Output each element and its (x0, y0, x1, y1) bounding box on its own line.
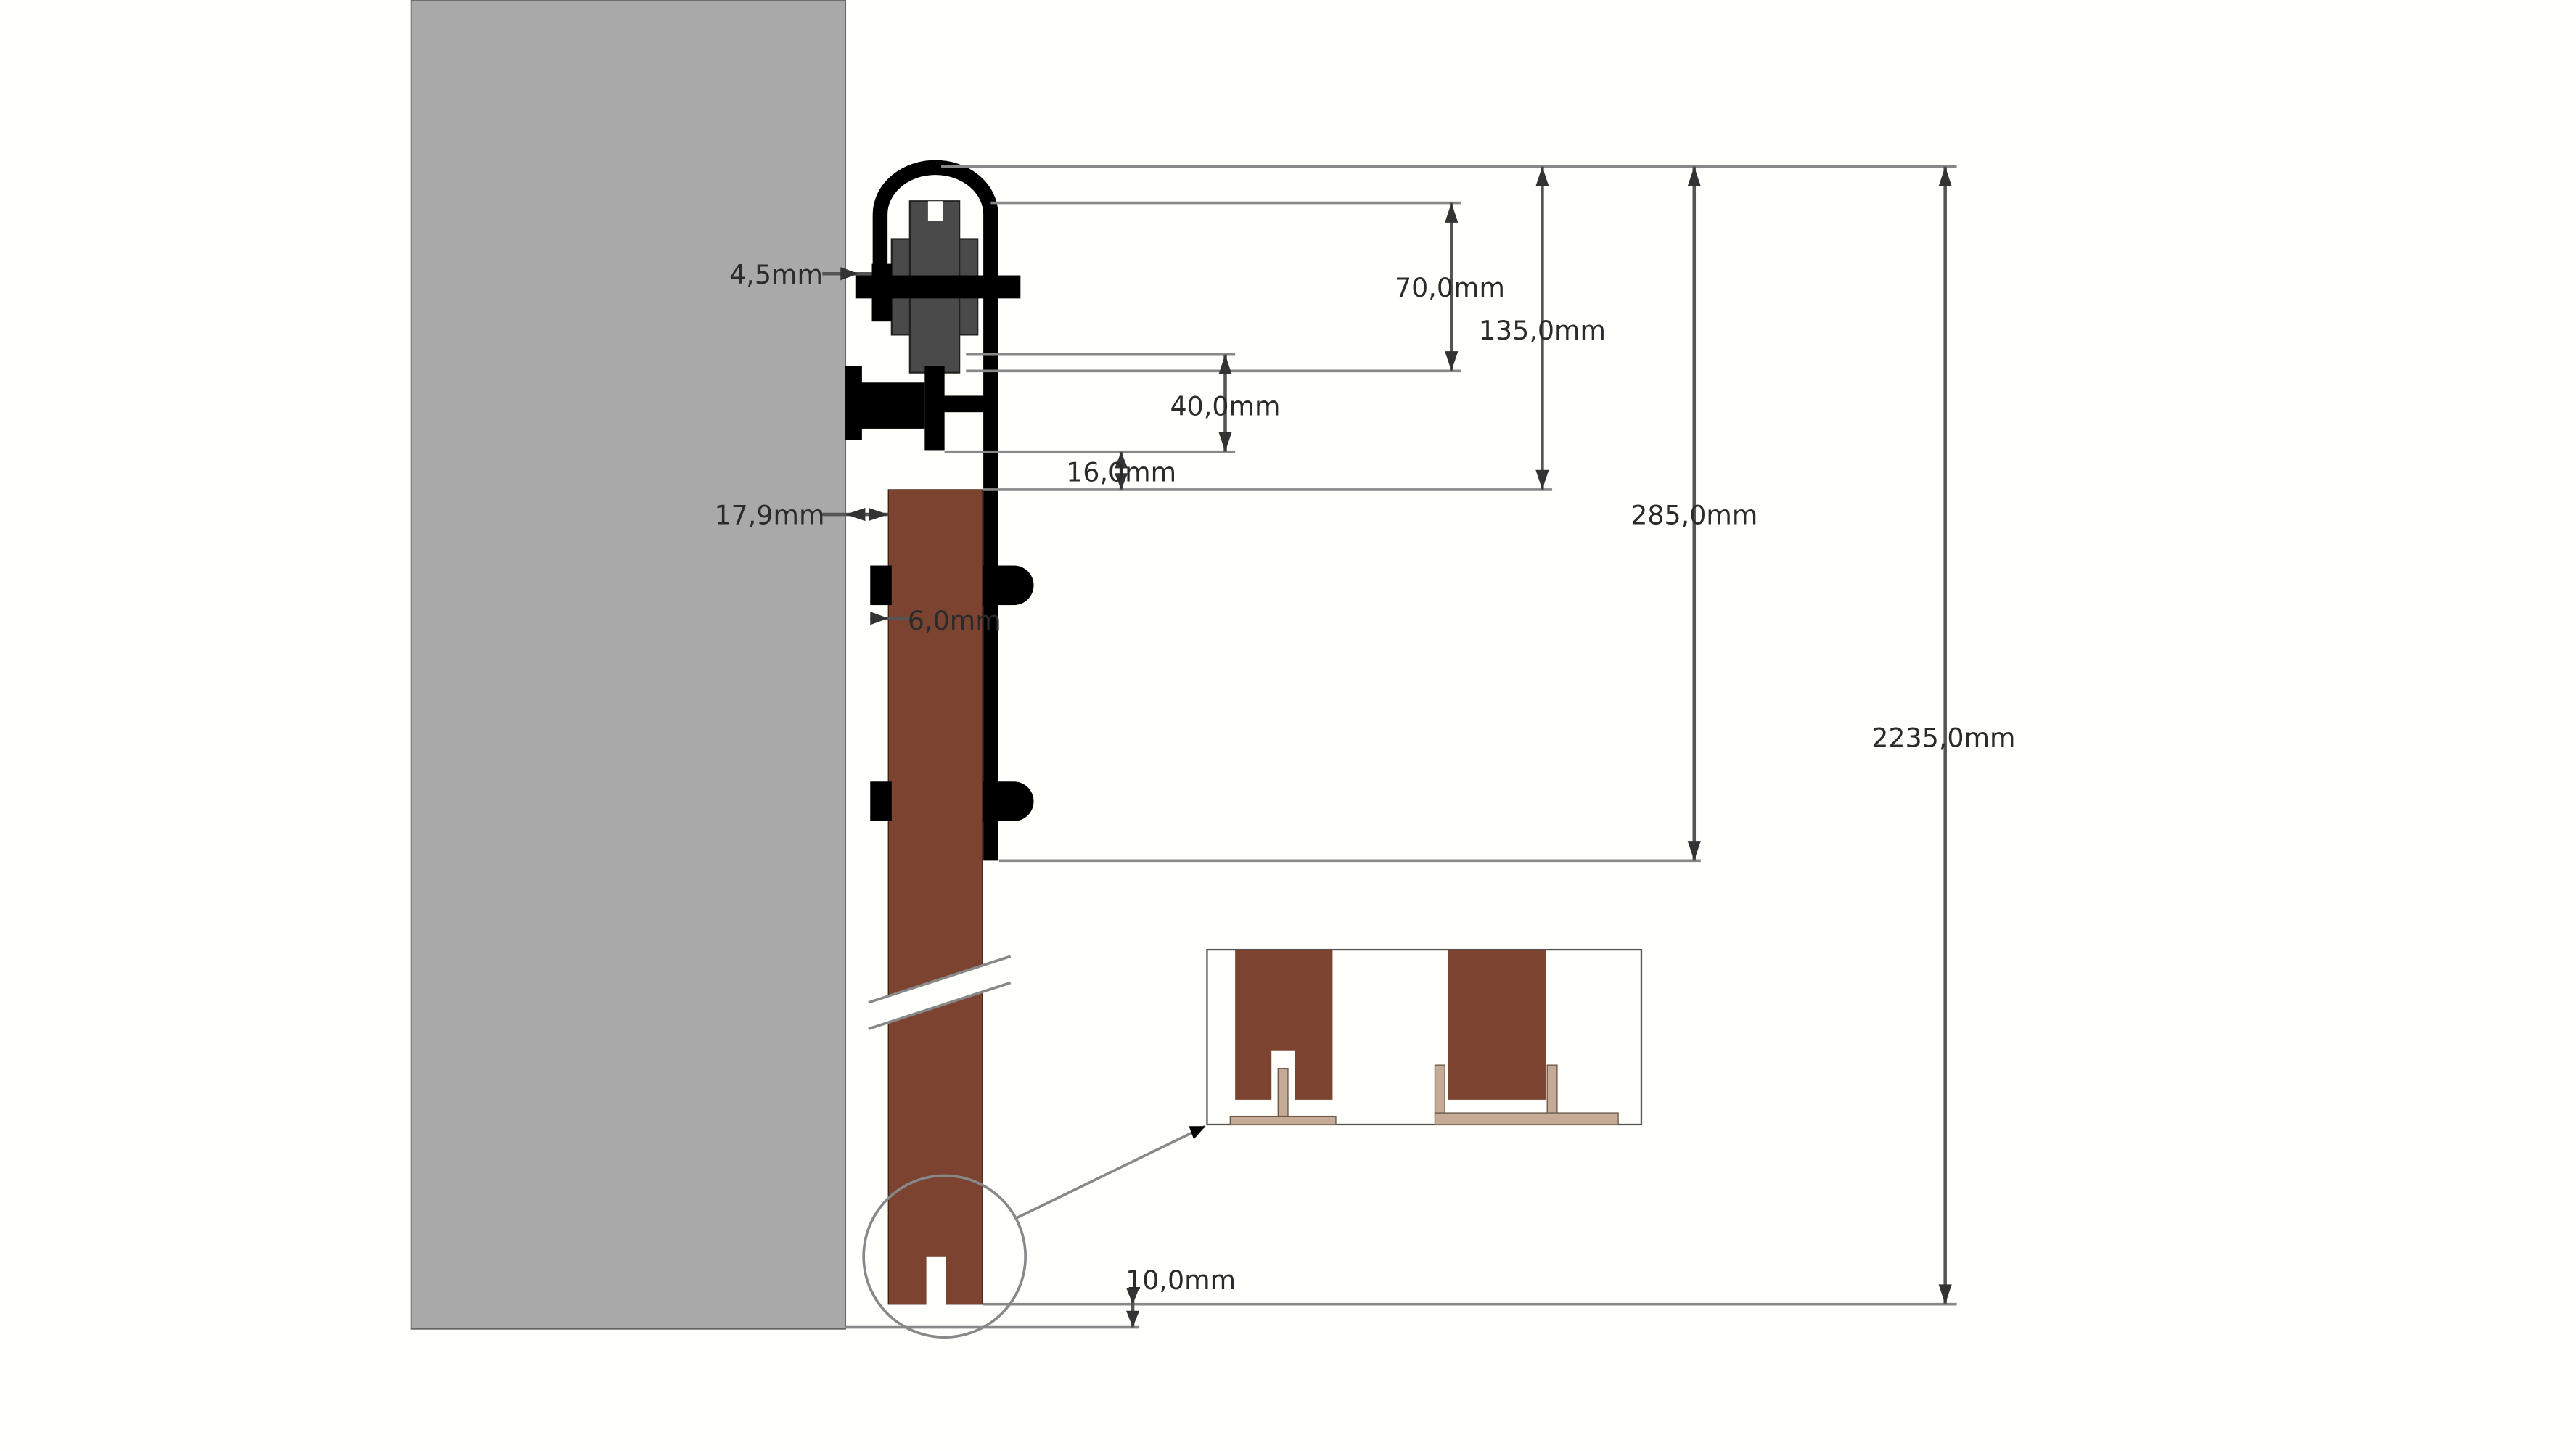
wall (410, 0, 847, 1330)
hanger-strap (872, 160, 998, 861)
extension-lines (845, 165, 1957, 1329)
dimension-label-4-5: 4,5mm (729, 259, 823, 290)
dimension-label-2235: 2235,0mm (1871, 723, 2015, 754)
door-bolt-lower (870, 781, 1034, 821)
door-panel (868, 489, 1012, 1306)
dimension-lines (822, 166, 1952, 1328)
dimension-label-6: 6,0mm (908, 605, 1001, 636)
dimension-label-10: 10,0mm (1125, 1265, 1236, 1296)
detail-callout-circle (862, 1174, 1027, 1339)
wall-bracket (845, 366, 991, 451)
floor-guide-detail (1206, 948, 1643, 1126)
detail-leader-line (1014, 1125, 1206, 1220)
dimension-label-17-9: 17,9mm (714, 500, 824, 531)
dimension-label-285: 285,0mm (1630, 500, 1757, 531)
dimension-label-70: 70,0mm (1395, 272, 1505, 303)
dimension-label-40: 40,0mm (1170, 391, 1281, 422)
detail-leader-arrow (1189, 1126, 1206, 1140)
dimension-label-16: 16,0mm (1066, 457, 1176, 488)
dimension-label-135: 135,0mm (1479, 315, 1606, 346)
door-bolt-upper (870, 565, 1034, 606)
roller-wheel (855, 200, 1021, 374)
